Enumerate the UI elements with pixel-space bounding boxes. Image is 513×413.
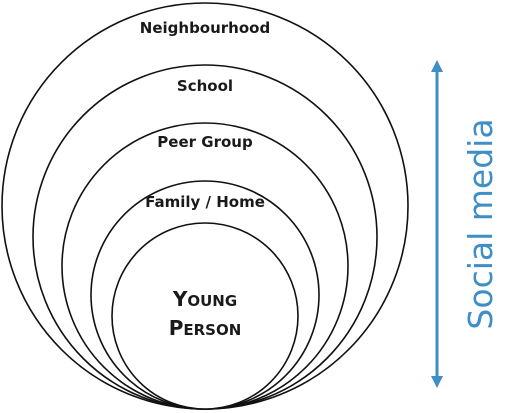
- label-peer-group: Peer Group: [157, 133, 253, 151]
- social-media-label: Social media: [461, 118, 500, 329]
- label-neighbourhood: Neighbourhood: [140, 19, 270, 37]
- label-young-person-line1: YOUNG: [172, 287, 237, 311]
- label-young-person-line2: PERSON: [169, 316, 242, 340]
- label-family-home: Family / Home: [145, 193, 265, 211]
- ring-young-person: [111, 222, 299, 410]
- label-school: School: [177, 77, 233, 95]
